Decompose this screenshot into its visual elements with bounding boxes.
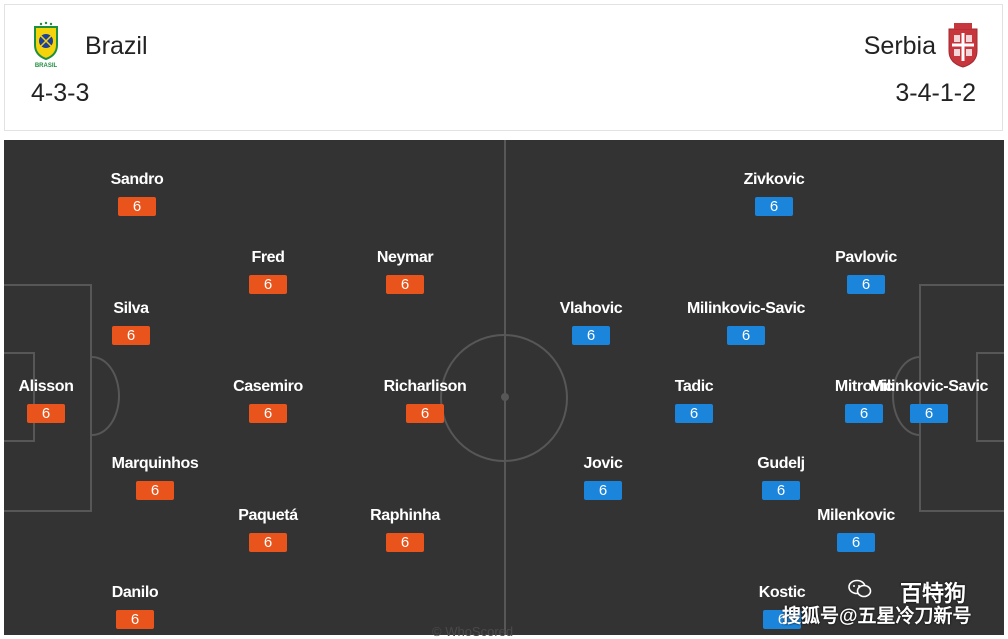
- home-player[interactable]: Marquinhos 6: [75, 455, 235, 500]
- away-player[interactable]: Milinkovic-Savic 6: [666, 300, 826, 345]
- away-player[interactable]: Pavlovic 6: [786, 249, 946, 294]
- rating-badge: 6: [116, 610, 154, 629]
- player-name: Neymar: [376, 249, 434, 266]
- player-name: Paquetá: [238, 507, 298, 524]
- match-header: BRASIL Brazil 4-3-3 Serbia 3-4-1-2: [4, 4, 1003, 131]
- player-name: Danilo: [111, 584, 159, 601]
- rating-badge: 6: [27, 404, 65, 423]
- rating-badge: 6: [249, 404, 287, 423]
- player-name: Sandro: [110, 171, 164, 188]
- player-name: Marquinhos: [111, 455, 199, 472]
- away-player[interactable]: Milenkovic 6: [776, 507, 936, 552]
- player-name: Vlahovic: [559, 300, 623, 317]
- player-name: Pavlovic: [835, 249, 897, 266]
- rating-badge: 6: [249, 533, 287, 552]
- rating-badge: 6: [112, 326, 150, 345]
- watermark-line-2: 搜狐号@五星冷刀新号: [782, 606, 972, 627]
- rating-badge: 6: [837, 533, 875, 552]
- home-player[interactable]: Silva 6: [51, 300, 211, 345]
- rating-badge: 6: [249, 275, 287, 294]
- rating-badge: 6: [136, 481, 174, 500]
- player-name: Raphinha: [370, 507, 440, 524]
- player-name: Alisson: [18, 378, 74, 395]
- away-player[interactable]: Vlahovic 6: [511, 300, 671, 345]
- home-team-name[interactable]: Brazil: [85, 32, 148, 60]
- player-name: Gudelj: [757, 455, 805, 472]
- pitch: Sandro 6 Silva 6 Alisson 6 Marquinhos 6 Dani…: [4, 140, 1004, 635]
- rating-badge: 6: [847, 275, 885, 294]
- away-goal-box: [976, 352, 1004, 442]
- player-name: Fred: [251, 249, 285, 266]
- away-team-name[interactable]: Serbia: [863, 32, 936, 60]
- home-player[interactable]: Fred 6: [188, 249, 348, 294]
- rating-badge: 6: [386, 533, 424, 552]
- away-player[interactable]: Mitrovic 6: [784, 378, 944, 423]
- rating-badge: 6: [727, 326, 765, 345]
- player-name: Milenkovic: [817, 507, 895, 524]
- watermark: 百特狗 搜狐号@五星冷刀新号: [782, 576, 1002, 632]
- player-name: Tadic: [674, 378, 714, 395]
- away-player[interactable]: Gudelj 6: [701, 455, 861, 500]
- home-player[interactable]: Alisson 6: [4, 378, 126, 423]
- rating-badge: 6: [675, 404, 713, 423]
- away-penalty-box: [919, 284, 1004, 512]
- home-player[interactable]: Richarlison 6: [345, 378, 505, 423]
- player-name: Mitrovic: [834, 378, 894, 395]
- rating-badge: 6: [584, 481, 622, 500]
- player-name: Casemiro: [233, 378, 303, 395]
- svg-text:BRASIL: BRASIL: [35, 63, 58, 69]
- player-name: Silva: [113, 300, 149, 317]
- center-circle: [440, 334, 568, 462]
- wechat-icon: [848, 579, 872, 598]
- rating-badge: 6: [118, 197, 156, 216]
- away-player[interactable]: Milinkovic-Savic 6: [849, 378, 1004, 423]
- away-player[interactable]: Kostic 6: [702, 584, 862, 629]
- brazil-crest-icon: BRASIL: [34, 21, 58, 69]
- home-goal-box: [4, 352, 35, 442]
- watermark-line-1: 百特狗: [900, 581, 967, 606]
- rating-badge: 6: [755, 197, 793, 216]
- rating-badge: 6: [386, 275, 424, 294]
- player-name: Richarlison: [383, 378, 467, 395]
- home-player[interactable]: Sandro 6: [57, 171, 217, 216]
- home-player[interactable]: Paquetá 6: [188, 507, 348, 552]
- rating-badge: 6: [572, 326, 610, 345]
- player-name: Jovic: [583, 455, 623, 472]
- away-player[interactable]: Tadic 6: [614, 378, 774, 423]
- player-name: Milinkovic-Savic: [869, 378, 989, 395]
- rating-badge: 6: [845, 404, 883, 423]
- away-player[interactable]: Zivkovic 6: [694, 171, 854, 216]
- rating-badge: 6: [763, 610, 801, 629]
- center-spot: [501, 393, 509, 401]
- home-player[interactable]: Casemiro 6: [188, 378, 348, 423]
- player-name: Kostic: [758, 584, 806, 601]
- home-player[interactable]: Danilo 6: [55, 584, 215, 629]
- rating-badge: 6: [910, 404, 948, 423]
- away-formation: 3-4-1-2: [895, 79, 976, 107]
- rating-badge: 6: [762, 481, 800, 500]
- player-name: Zivkovic: [743, 171, 805, 188]
- player-name: Milinkovic-Savic: [686, 300, 806, 317]
- home-player[interactable]: Raphinha 6: [325, 507, 485, 552]
- away-player[interactable]: Jovic 6: [523, 455, 683, 500]
- home-formation: 4-3-3: [31, 79, 90, 107]
- source-credit: © WhoScored: [432, 624, 514, 639]
- serbia-crest-icon: [948, 23, 978, 68]
- home-penalty-box: [4, 284, 92, 512]
- home-player[interactable]: Neymar 6: [325, 249, 485, 294]
- rating-badge: 6: [406, 404, 444, 423]
